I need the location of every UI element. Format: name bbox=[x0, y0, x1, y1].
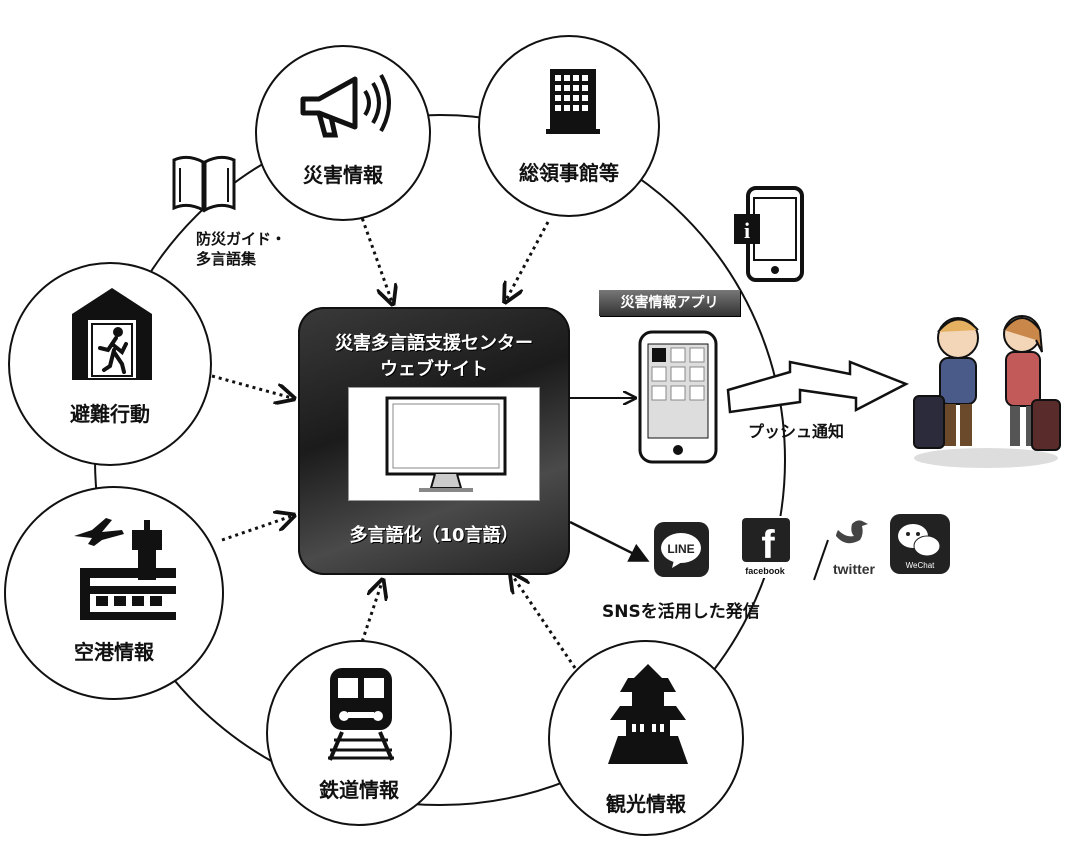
app-phone-icon bbox=[638, 330, 718, 464]
guide-label-line2: 多言語集 bbox=[196, 250, 257, 268]
guide-label-line1: 防災ガイド・ bbox=[196, 230, 287, 248]
center-title-line1: 災害多言語支援センター bbox=[335, 333, 533, 354]
megaphone-icon bbox=[300, 74, 391, 138]
node-label-disaster-info: 災害情報 bbox=[303, 163, 383, 187]
center-website-box: 災害多言語支援センター ウェブサイト 多言語化（10言語） bbox=[298, 307, 570, 575]
travelers-illustration bbox=[913, 315, 1061, 468]
airport-tower-icon bbox=[74, 518, 176, 620]
arrow-tourism bbox=[512, 575, 577, 669]
node-disaster-info: 災害情報 bbox=[255, 45, 431, 221]
info-phone-icon: i bbox=[734, 186, 804, 282]
arrow-railway bbox=[358, 582, 382, 649]
center-footer: 多言語化（10言語） bbox=[349, 525, 519, 546]
facebook-label: facebook bbox=[745, 566, 786, 576]
arrow-consulates bbox=[506, 221, 550, 300]
node-consulates: 総領事館等 bbox=[478, 35, 660, 217]
wechat-bubbles-icon: WeChat bbox=[898, 524, 941, 570]
node-label-railway: 鉄道情報 bbox=[319, 778, 399, 802]
push-notification-label: プッシュ通知 bbox=[748, 422, 845, 441]
twitter-icon: twitter bbox=[813, 520, 876, 581]
node-label-airport: 空港情報 bbox=[74, 640, 154, 664]
building-icon bbox=[546, 69, 600, 134]
facebook-logo-icon: f facebook bbox=[742, 518, 790, 576]
twitter-label: twitter bbox=[833, 561, 876, 577]
app-tag: 災害情報アプリ bbox=[599, 290, 740, 316]
book-icon bbox=[172, 155, 236, 213]
arrow-to-sns bbox=[569, 520, 650, 562]
node-airport: 空港情報 bbox=[4, 486, 224, 700]
arrow-disaster-info bbox=[358, 211, 392, 302]
facebook-icon: f facebook bbox=[738, 516, 793, 578]
center-title-line2: ウェブサイト bbox=[380, 359, 488, 380]
wechat-label: WeChat bbox=[906, 561, 936, 570]
svg-text:f: f bbox=[761, 523, 775, 567]
line-bubble-icon: LINE bbox=[661, 533, 701, 568]
monitor-icon bbox=[385, 396, 507, 492]
emergency-exit-icon bbox=[72, 288, 152, 380]
arrow-airport bbox=[221, 516, 292, 542]
line-label: LINE bbox=[667, 542, 694, 556]
arrow-evacuation bbox=[211, 374, 292, 398]
node-label-consulates: 総領事館等 bbox=[519, 161, 619, 185]
wechat-icon: WeChat bbox=[890, 514, 950, 574]
line-icon: LINE bbox=[654, 522, 709, 577]
svg-text:i: i bbox=[744, 218, 750, 243]
sns-caption: SNSを活用した発信 bbox=[602, 602, 760, 622]
monitor-panel bbox=[348, 387, 540, 501]
node-evacuation: 避難行動 bbox=[8, 262, 212, 466]
castle-icon bbox=[608, 664, 688, 764]
node-tourism: 観光情報 bbox=[548, 640, 744, 836]
node-railway: 鉄道情報 bbox=[266, 640, 452, 826]
push-arrow-icon bbox=[726, 360, 910, 414]
train-icon bbox=[328, 668, 394, 761]
node-label-evacuation: 避難行動 bbox=[70, 402, 150, 426]
node-label-tourism: 観光情報 bbox=[606, 792, 686, 816]
